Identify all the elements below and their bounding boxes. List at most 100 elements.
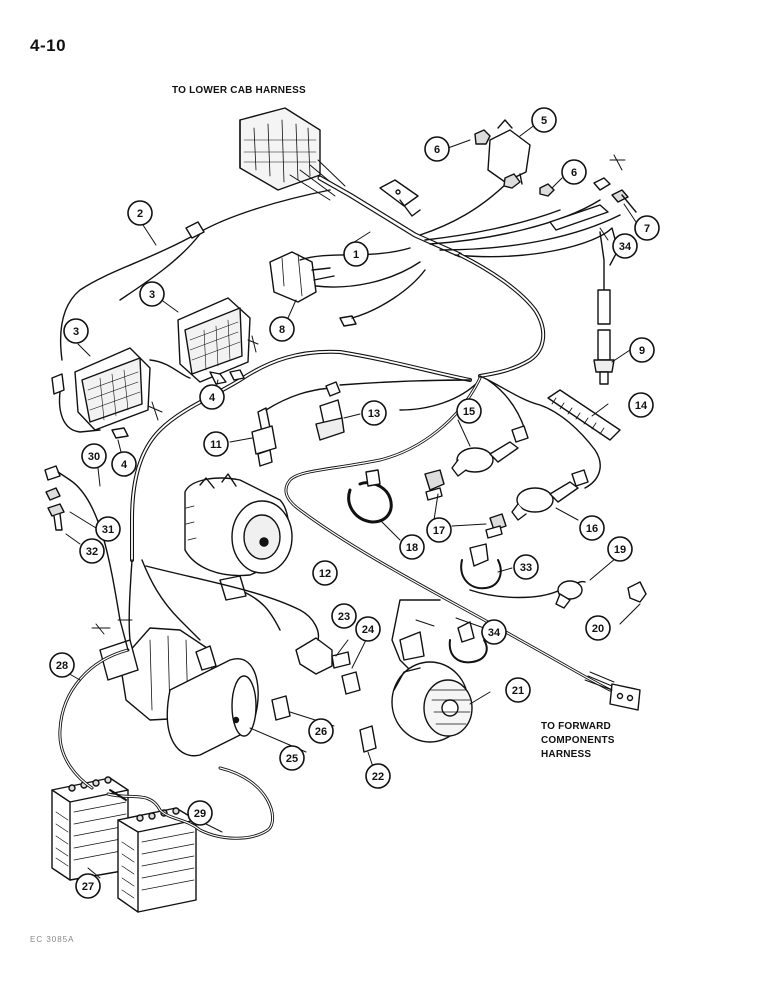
callout-14: 14 [628,392,654,418]
svg-text:17: 17 [433,525,445,537]
svg-text:31: 31 [102,524,114,536]
compressor-12 [184,473,293,577]
pressure-switch-15 [451,425,529,477]
svg-text:1: 1 [353,249,359,261]
svg-text:28: 28 [56,660,68,672]
callout-3-lower: 3 [63,318,89,344]
svg-text:14: 14 [635,400,648,412]
svg-text:18: 18 [406,542,418,554]
svg-text:34: 34 [488,627,501,639]
svg-text:34: 34 [619,241,632,253]
lower-cab-connector [239,107,346,201]
battery-right [117,807,197,913]
callout-29: 29 [187,800,213,826]
svg-text:15: 15 [463,406,475,418]
callout-4-lower: 4 [111,451,137,477]
callout-6-left: 6 [424,136,450,162]
callout-21: 21 [505,677,531,703]
battery-left [51,776,129,881]
callout-16: 16 [579,515,605,541]
sleeve-14 [547,389,621,441]
strap-18 [347,469,393,524]
svg-text:13: 13 [368,408,380,420]
svg-text:5: 5 [541,115,547,127]
callout-32: 32 [79,538,105,564]
svg-text:11: 11 [210,439,222,451]
svg-text:27: 27 [82,881,94,893]
svg-text:3: 3 [149,289,155,301]
switch-13 [315,381,345,441]
switch-11 [251,387,331,467]
callout-9: 9 [629,337,655,363]
svg-text:20: 20 [592,623,604,635]
svg-text:3: 3 [73,326,79,338]
svg-text:25: 25 [286,753,298,765]
svg-text:8: 8 [279,324,285,336]
callout-28: 28 [49,652,75,678]
callouts: 1 2 3 3 4 4 5 6 6 7 8 9 11 12 13 14 15 1… [49,107,660,899]
svg-text:4: 4 [121,459,128,471]
work-lamp-right [177,297,251,383]
switch-23 [219,575,351,675]
caption-lower-cab-harness: TO LOWER CAB HARNESS [172,85,306,96]
callout-12: 12 [312,560,338,586]
caption-forward-line-3: HARNESS [541,749,592,760]
svg-text:32: 32 [86,546,98,558]
caption-forward-line-2: COMPONENTS [541,735,615,746]
figure-code: EC 3085A [30,935,75,944]
svg-text:21: 21 [512,685,524,697]
callout-7: 7 [634,215,660,241]
callout-25: 25 [279,745,305,771]
svg-text:23: 23 [338,611,350,623]
clamp-33 [460,543,502,590]
callout-17: 17 [426,517,452,543]
callout-3-upper: 3 [139,281,165,307]
leader-lines [65,123,641,879]
callout-34-upper: 34 [612,233,638,259]
svg-text:4: 4 [209,392,216,404]
alternator-21 [391,631,473,743]
callout-18: 18 [399,534,425,560]
callout-20: 20 [585,615,611,641]
starter-motor-25 [99,627,259,757]
callout-30: 30 [81,443,107,469]
work-lamp-left [51,347,151,431]
callout-27: 27 [75,873,101,899]
pressure-switch-16 [511,469,589,521]
page-number: 4-10 [30,36,67,55]
svg-text:24: 24 [362,624,375,636]
caption-forward-components-harness: TO FORWARD COMPONENTS HARNESS [541,720,615,762]
callout-31: 31 [95,516,121,542]
callout-6-right: 6 [561,159,587,185]
svg-text:16: 16 [586,523,598,535]
svg-text:33: 33 [520,562,532,574]
forward-components-connector [584,671,641,711]
clamp-34-lower [448,621,488,664]
caption-forward-line-1: TO FORWARD [541,721,611,732]
svg-text:6: 6 [434,144,440,156]
callout-8: 8 [269,316,295,342]
callout-34-lower: 34 [481,619,507,645]
callout-33: 33 [513,554,539,580]
callout-5: 5 [531,107,557,133]
callout-4-upper: 4 [199,384,225,410]
callout-2: 2 [127,200,153,226]
callout-11: 11 [203,431,229,457]
svg-text:22: 22 [372,771,384,783]
svg-text:19: 19 [614,544,626,556]
svg-text:9: 9 [639,345,645,357]
svg-text:2: 2 [137,208,143,220]
callout-24: 24 [355,616,381,642]
svg-text:12: 12 [319,568,331,580]
callout-19: 19 [607,536,633,562]
svg-text:7: 7 [644,223,650,235]
callout-15: 15 [456,398,482,424]
sender-19 [555,580,583,609]
callout-22: 22 [365,763,391,789]
callout-23: 23 [331,603,357,629]
svg-text:30: 30 [88,451,100,463]
callout-13: 13 [361,400,387,426]
callout-26: 26 [308,718,334,744]
